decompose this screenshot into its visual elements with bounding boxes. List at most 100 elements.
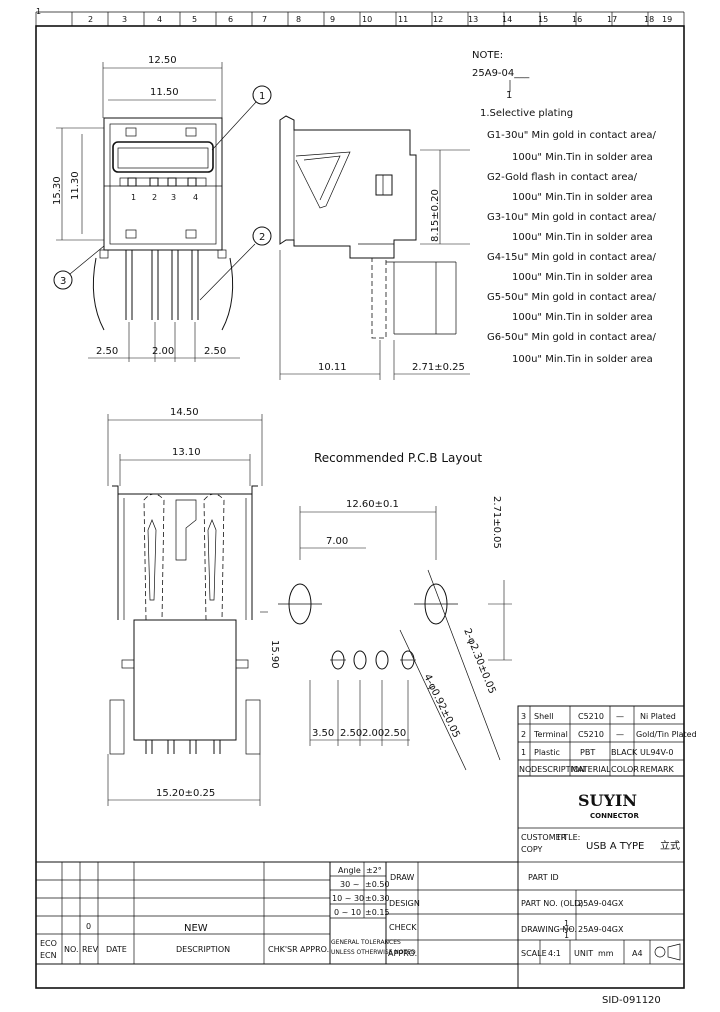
- top-dim-base: 15.20±0.25: [156, 788, 215, 799]
- tolerance-value-2: ±0.30: [365, 894, 390, 903]
- company-sub: CONNECTOR: [590, 812, 639, 820]
- bom-row-3-desc: Plastic: [534, 748, 560, 757]
- scale-label: SCALE: [521, 949, 547, 958]
- bom-row-1-desc: Shell: [534, 712, 554, 721]
- border-col-1: 1: [36, 7, 41, 16]
- notes-block: NOTE: 25A9-04___ 1 1.Selective plating G…: [472, 50, 656, 365]
- revision-block: 0 NEW ECO ECN NO. REV DATE DESCRIPTION C…: [35, 861, 331, 965]
- plating-option-7: G4-15u" Min gold in contact area/: [487, 252, 656, 263]
- unit-value: mm: [598, 949, 614, 958]
- border-col-14: 14: [502, 15, 512, 24]
- note-pattern-pointer: 1: [506, 90, 512, 101]
- note-plating-title: 1.Selective plating: [480, 108, 573, 119]
- border-col-4: 4: [157, 15, 162, 24]
- border-col-2: 2: [88, 15, 93, 24]
- unit-label: UNIT: [574, 949, 593, 958]
- border-col-12: 12: [433, 15, 443, 24]
- pcb-hole-small-label: 4-φ0.92±0.05: [421, 672, 461, 739]
- front-dim-pitch-mid: 2.00: [152, 346, 174, 357]
- revision-header-ecn: ECN: [40, 951, 57, 960]
- border-col-8: 8: [296, 15, 301, 24]
- bom-header-color: COLOR: [611, 765, 639, 774]
- projection-symbol-circle: [654, 946, 666, 958]
- bom-header-no: NO.: [519, 765, 534, 774]
- title-value: USB A TYPE: [586, 841, 644, 852]
- front-view: 12.50 11.50 15.30 11.30 1 2 3 4: [52, 55, 272, 362]
- revision-header-rev: REV: [82, 945, 99, 954]
- front-dim-w-outer: 12.50: [148, 55, 177, 66]
- title-label: TITLE:: [555, 833, 580, 842]
- balloon-1-label: 1: [259, 91, 265, 102]
- approve-label: APPRO.: [388, 949, 417, 958]
- pcb-title: Recommended P.C.B Layout: [314, 451, 482, 465]
- bom-row-1-color: —: [616, 712, 624, 721]
- pcb-hole-big-label: 2-φ2.30±0.05: [461, 627, 497, 696]
- revision-header-date: DATE: [106, 945, 127, 954]
- pcb-hole-small-3: [375, 650, 389, 670]
- draw-label: DRAW: [390, 873, 414, 882]
- balloon-3: [53, 270, 73, 290]
- part-no-label: PART NO. (OLD): [521, 899, 583, 908]
- side-dim-tail: 2.71±0.25: [412, 362, 465, 373]
- plating-option-10: 100u" Min.Tin in solder area: [512, 312, 653, 323]
- border-col-13: 13: [468, 15, 478, 24]
- plating-option-5: G3-10u" Min gold in contact area/: [487, 212, 656, 223]
- bom-row-3-color: BLACK: [611, 748, 638, 757]
- tolerance-angle-label: Angle: [338, 866, 361, 875]
- top-dim-w-outer: 14.50: [170, 407, 199, 418]
- plating-option-3: G2-Gold flash in contact area/: [487, 172, 638, 183]
- plating-option-12: 100u" Min.Tin in solder area: [512, 354, 653, 365]
- border-col-9: 9: [330, 15, 335, 24]
- pcb-pitch-2: 2.50: [340, 728, 362, 739]
- side-dim-depth: 10.11: [318, 362, 347, 373]
- pin-number-4: 4: [193, 193, 198, 202]
- copy-label: COPY: [521, 845, 543, 854]
- border-col-15: 15: [538, 15, 548, 24]
- front-dim-pitch-left: 2.50: [96, 346, 118, 357]
- bom-row-3-remark: UL94V-0: [640, 748, 673, 757]
- revision-header-appro: APPRO.: [300, 945, 329, 954]
- bom-header-desc: DESCRIPTION: [531, 765, 585, 774]
- size-value: A4: [632, 949, 643, 958]
- plating-option-9: G5-50u" Min gold in contact area/: [487, 292, 656, 303]
- plating-option-8: 100u" Min.Tin in solder area: [512, 272, 653, 283]
- side-dim-height: 8.15±0.20: [430, 189, 441, 242]
- bom-row-3-no: 1: [521, 748, 526, 757]
- bom-row-2-no: 2: [521, 730, 526, 739]
- plating-option-11: G6-50u" Min gold in contact area/: [487, 332, 656, 343]
- pcb-dim-inner: 7.00: [326, 536, 348, 547]
- company-logo: SUYIN: [578, 791, 637, 810]
- border-col-3: 3: [122, 15, 127, 24]
- bom-row-2-remark: Gold/Tin Plated: [636, 730, 697, 739]
- pcb-dim-vertical: 2.71±0.05: [491, 496, 502, 549]
- pin-number-3: 3: [171, 193, 176, 202]
- part-no-value: 25A9-04GX: [578, 899, 624, 908]
- balloon-2: [252, 226, 272, 246]
- pin-number-2: 2: [152, 193, 157, 202]
- border-col-7: 7: [262, 15, 267, 24]
- pcb-hole-small-2: [353, 650, 367, 670]
- border-col-17: 17: [607, 15, 617, 24]
- border-col-19: 19: [662, 15, 672, 24]
- bom-row-1-material: C5210: [578, 712, 604, 721]
- tolerance-unless: UNLESS OTHERWISE NOTED: [331, 949, 416, 956]
- revision-header-no: NO.: [64, 945, 79, 954]
- check-label: CHECK: [389, 923, 417, 932]
- border-col-11: 11: [398, 15, 408, 24]
- note-part-pattern: 25A9-04___: [472, 68, 530, 79]
- scale-value: 4:1: [548, 949, 561, 958]
- revision-header-description: DESCRIPTION: [176, 945, 230, 954]
- revision-header-eco: ECO: [40, 939, 57, 948]
- tolerance-value-1: ±0.50: [365, 880, 390, 889]
- balloon-2-label: 2: [259, 232, 265, 243]
- tolerance-angle-value: ±2°: [366, 866, 382, 875]
- note-title: NOTE:: [472, 50, 503, 61]
- bom-row-2-color: —: [616, 730, 624, 739]
- title-block: SUYIN CONNECTOR CUSTOMER TITLE: COPY USB…: [517, 775, 685, 989]
- plating-option-4: 100u" Min.Tin in solder area: [512, 192, 653, 203]
- footer-code: SID-091120: [602, 995, 661, 1006]
- pcb-pitch-4: 2.50: [384, 728, 406, 739]
- sheet-num: 1: [564, 919, 569, 928]
- side-view: 8.15±0.20 10.11 2.71±0.25: [279, 115, 470, 380]
